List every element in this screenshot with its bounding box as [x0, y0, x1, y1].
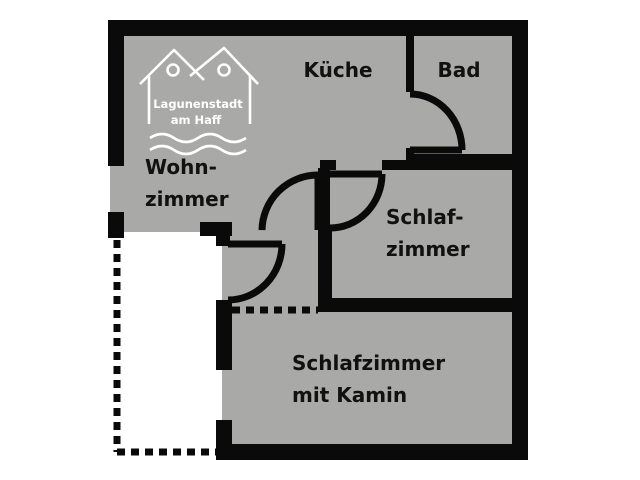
- doors: [227, 90, 466, 304]
- wall-bath-bottom: [406, 154, 528, 162]
- label-kamin-line-1: Schlafzimmer: [292, 351, 445, 375]
- label-wohnzimmer-line-2: zimmer: [145, 187, 229, 211]
- door-hall-small: [227, 240, 286, 304]
- floor-bedroom: [320, 162, 518, 310]
- label-bad: Bad: [437, 58, 480, 82]
- wall-bedroom-right-jog: [512, 204, 528, 244]
- label-schlafzimmer-line-1: Schlaf-: [386, 205, 464, 229]
- floor-areas: [110, 22, 518, 454]
- wall-bottom: [216, 444, 528, 460]
- wall-top: [108, 20, 528, 36]
- label-kueche: Küche: [303, 58, 372, 82]
- label-schlafzimmer-line-2: zimmer: [386, 237, 470, 261]
- wall-mid-horizontal: [318, 298, 528, 312]
- door-bedroom: [329, 170, 386, 232]
- walls: [108, 20, 528, 460]
- wall-bedroom-left-upper: [320, 160, 334, 170]
- wall-hall-left-upper: [216, 222, 230, 246]
- wall-bath-left-upper: [406, 20, 414, 92]
- label-kamin-line-2: mit Kamin: [292, 383, 407, 407]
- wall-left-lower: [108, 212, 124, 238]
- floor-bedroom-fireplace: [222, 308, 518, 454]
- logo: Lagunenstadt am Haff: [139, 46, 259, 156]
- logo-text-line-1: Lagunenstadt: [153, 97, 243, 111]
- logo-text-line-2: am Haff: [171, 113, 222, 127]
- wall-bedroom-left: [318, 228, 332, 312]
- room-labels: Küche Bad Wohn- zimmer Schlaf- zimmer Sc…: [145, 58, 481, 407]
- dotted-outlines: [113, 240, 318, 456]
- door-living: [258, 171, 322, 231]
- two-houses-on-waves-icon: [139, 46, 259, 156]
- wall-bedroom-top-right: [382, 160, 528, 170]
- door-bath: [409, 90, 466, 154]
- label-wohnzimmer-line-1: Wohn-: [145, 155, 217, 179]
- wall-left-upper: [108, 20, 124, 166]
- wall-hall-left-lower: [216, 300, 232, 370]
